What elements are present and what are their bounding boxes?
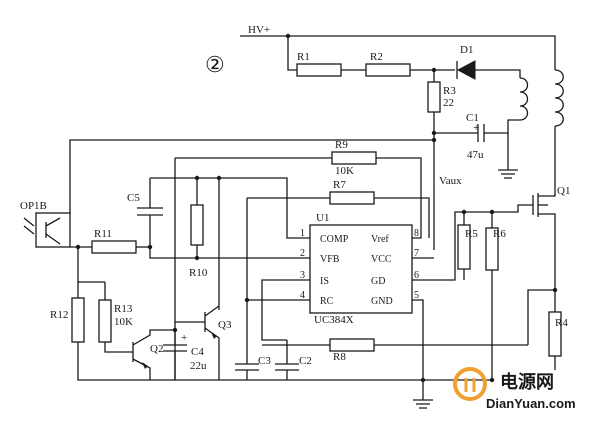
r7-label: R7 <box>333 179 346 191</box>
r3-label: R3 <box>443 85 456 97</box>
c4-label: C4 <box>191 346 204 358</box>
d1-label: D1 <box>460 44 473 56</box>
c5-label: C5 <box>127 192 140 204</box>
primary-winding <box>554 69 564 127</box>
figure-marker: ② <box>205 52 225 77</box>
q1-label: Q1 <box>557 185 570 197</box>
resistor-r3 <box>427 81 441 113</box>
c1-label: C1 <box>466 112 479 124</box>
c4-plus: + <box>181 332 187 344</box>
mosfet-q1 <box>532 190 556 290</box>
ic-pin1-name: COMP <box>320 234 349 245</box>
r9-value: 10K <box>335 165 354 177</box>
ic-pin6-num: 6 <box>414 270 419 281</box>
r9-label: R9 <box>335 139 348 151</box>
c2-label: C2 <box>299 355 312 367</box>
ic-u1-body <box>309 224 413 314</box>
ic-pin1-num: 1 <box>300 228 305 239</box>
c3-label: C3 <box>258 355 271 367</box>
q3-label: Q3 <box>218 319 232 331</box>
vaux-label: Vaux <box>439 175 462 187</box>
ground-lower <box>413 399 433 409</box>
transistor-q2 <box>132 329 175 380</box>
capacitor-c1 <box>434 124 493 142</box>
ic-pin8-num: 8 <box>414 228 419 239</box>
ic-pin3-name: IS <box>320 276 329 287</box>
r13-label: R13 <box>114 303 133 315</box>
resistor-r12 <box>71 297 85 343</box>
ic-pin4-name: RC <box>320 296 334 307</box>
resistor-r2 <box>365 63 411 77</box>
ic-pin3-num: 3 <box>300 270 305 281</box>
r12-label: R12 <box>50 309 68 321</box>
resistor-r1 <box>296 63 342 77</box>
watermark-url: DianYuan.com <box>486 396 576 411</box>
r2-label: R2 <box>370 51 383 63</box>
ic-pin4-num: 4 <box>300 290 305 301</box>
r3-value: 22 <box>443 97 454 109</box>
r10-label: R10 <box>189 267 208 279</box>
r1-label: R1 <box>297 51 310 63</box>
ic-pin5-num: 5 <box>414 290 419 301</box>
ic-ref: U1 <box>316 212 329 224</box>
op1b-label: OP1B <box>20 200 47 212</box>
ic-pin8-name: Vref <box>371 234 389 245</box>
r5-label: R5 <box>465 228 478 240</box>
r11-label: R11 <box>94 228 112 240</box>
diode-d1 <box>456 60 476 80</box>
capacitor-c5 <box>137 178 163 247</box>
resistor-r7 <box>329 191 375 205</box>
c4-value: 22u <box>190 360 207 372</box>
ic-part: UC384X <box>314 314 354 326</box>
ic-pin7-name: VCC <box>371 254 392 265</box>
resistor-r13 <box>98 299 112 343</box>
capacitor-c3 <box>235 363 259 380</box>
c1-value: 47u <box>467 149 484 161</box>
q2-label: Q2 <box>150 343 163 355</box>
ground-upper <box>498 133 518 179</box>
r13-value: 10K <box>114 316 133 328</box>
aux-winding <box>519 77 529 121</box>
ic-pin2-name: VFB <box>320 254 340 265</box>
ic-pin5-name: GND <box>371 296 393 307</box>
watermark-cn: 电源网 <box>500 371 554 392</box>
hv-label: HV+ <box>248 24 270 36</box>
resistor-r9 <box>331 151 377 165</box>
optocoupler-op1b <box>23 212 71 248</box>
resistor-r8 <box>329 338 375 352</box>
r8-label: R8 <box>333 351 346 363</box>
resistor-r11 <box>91 240 137 254</box>
capacitor-c2 <box>275 340 299 380</box>
ic-pin7-num: 7 <box>414 248 419 259</box>
c1-plus: + <box>473 122 479 134</box>
r6-label: R6 <box>493 228 506 240</box>
transistor-q3 <box>175 305 220 380</box>
resistor-r10 <box>190 204 204 246</box>
capacitor-c4 <box>163 330 187 380</box>
r4-label: R4 <box>555 317 568 329</box>
dianyuan-watermark-logo <box>453 367 487 401</box>
ic-pin2-num: 2 <box>300 248 305 259</box>
ic-pin6-name: GD <box>371 276 385 287</box>
